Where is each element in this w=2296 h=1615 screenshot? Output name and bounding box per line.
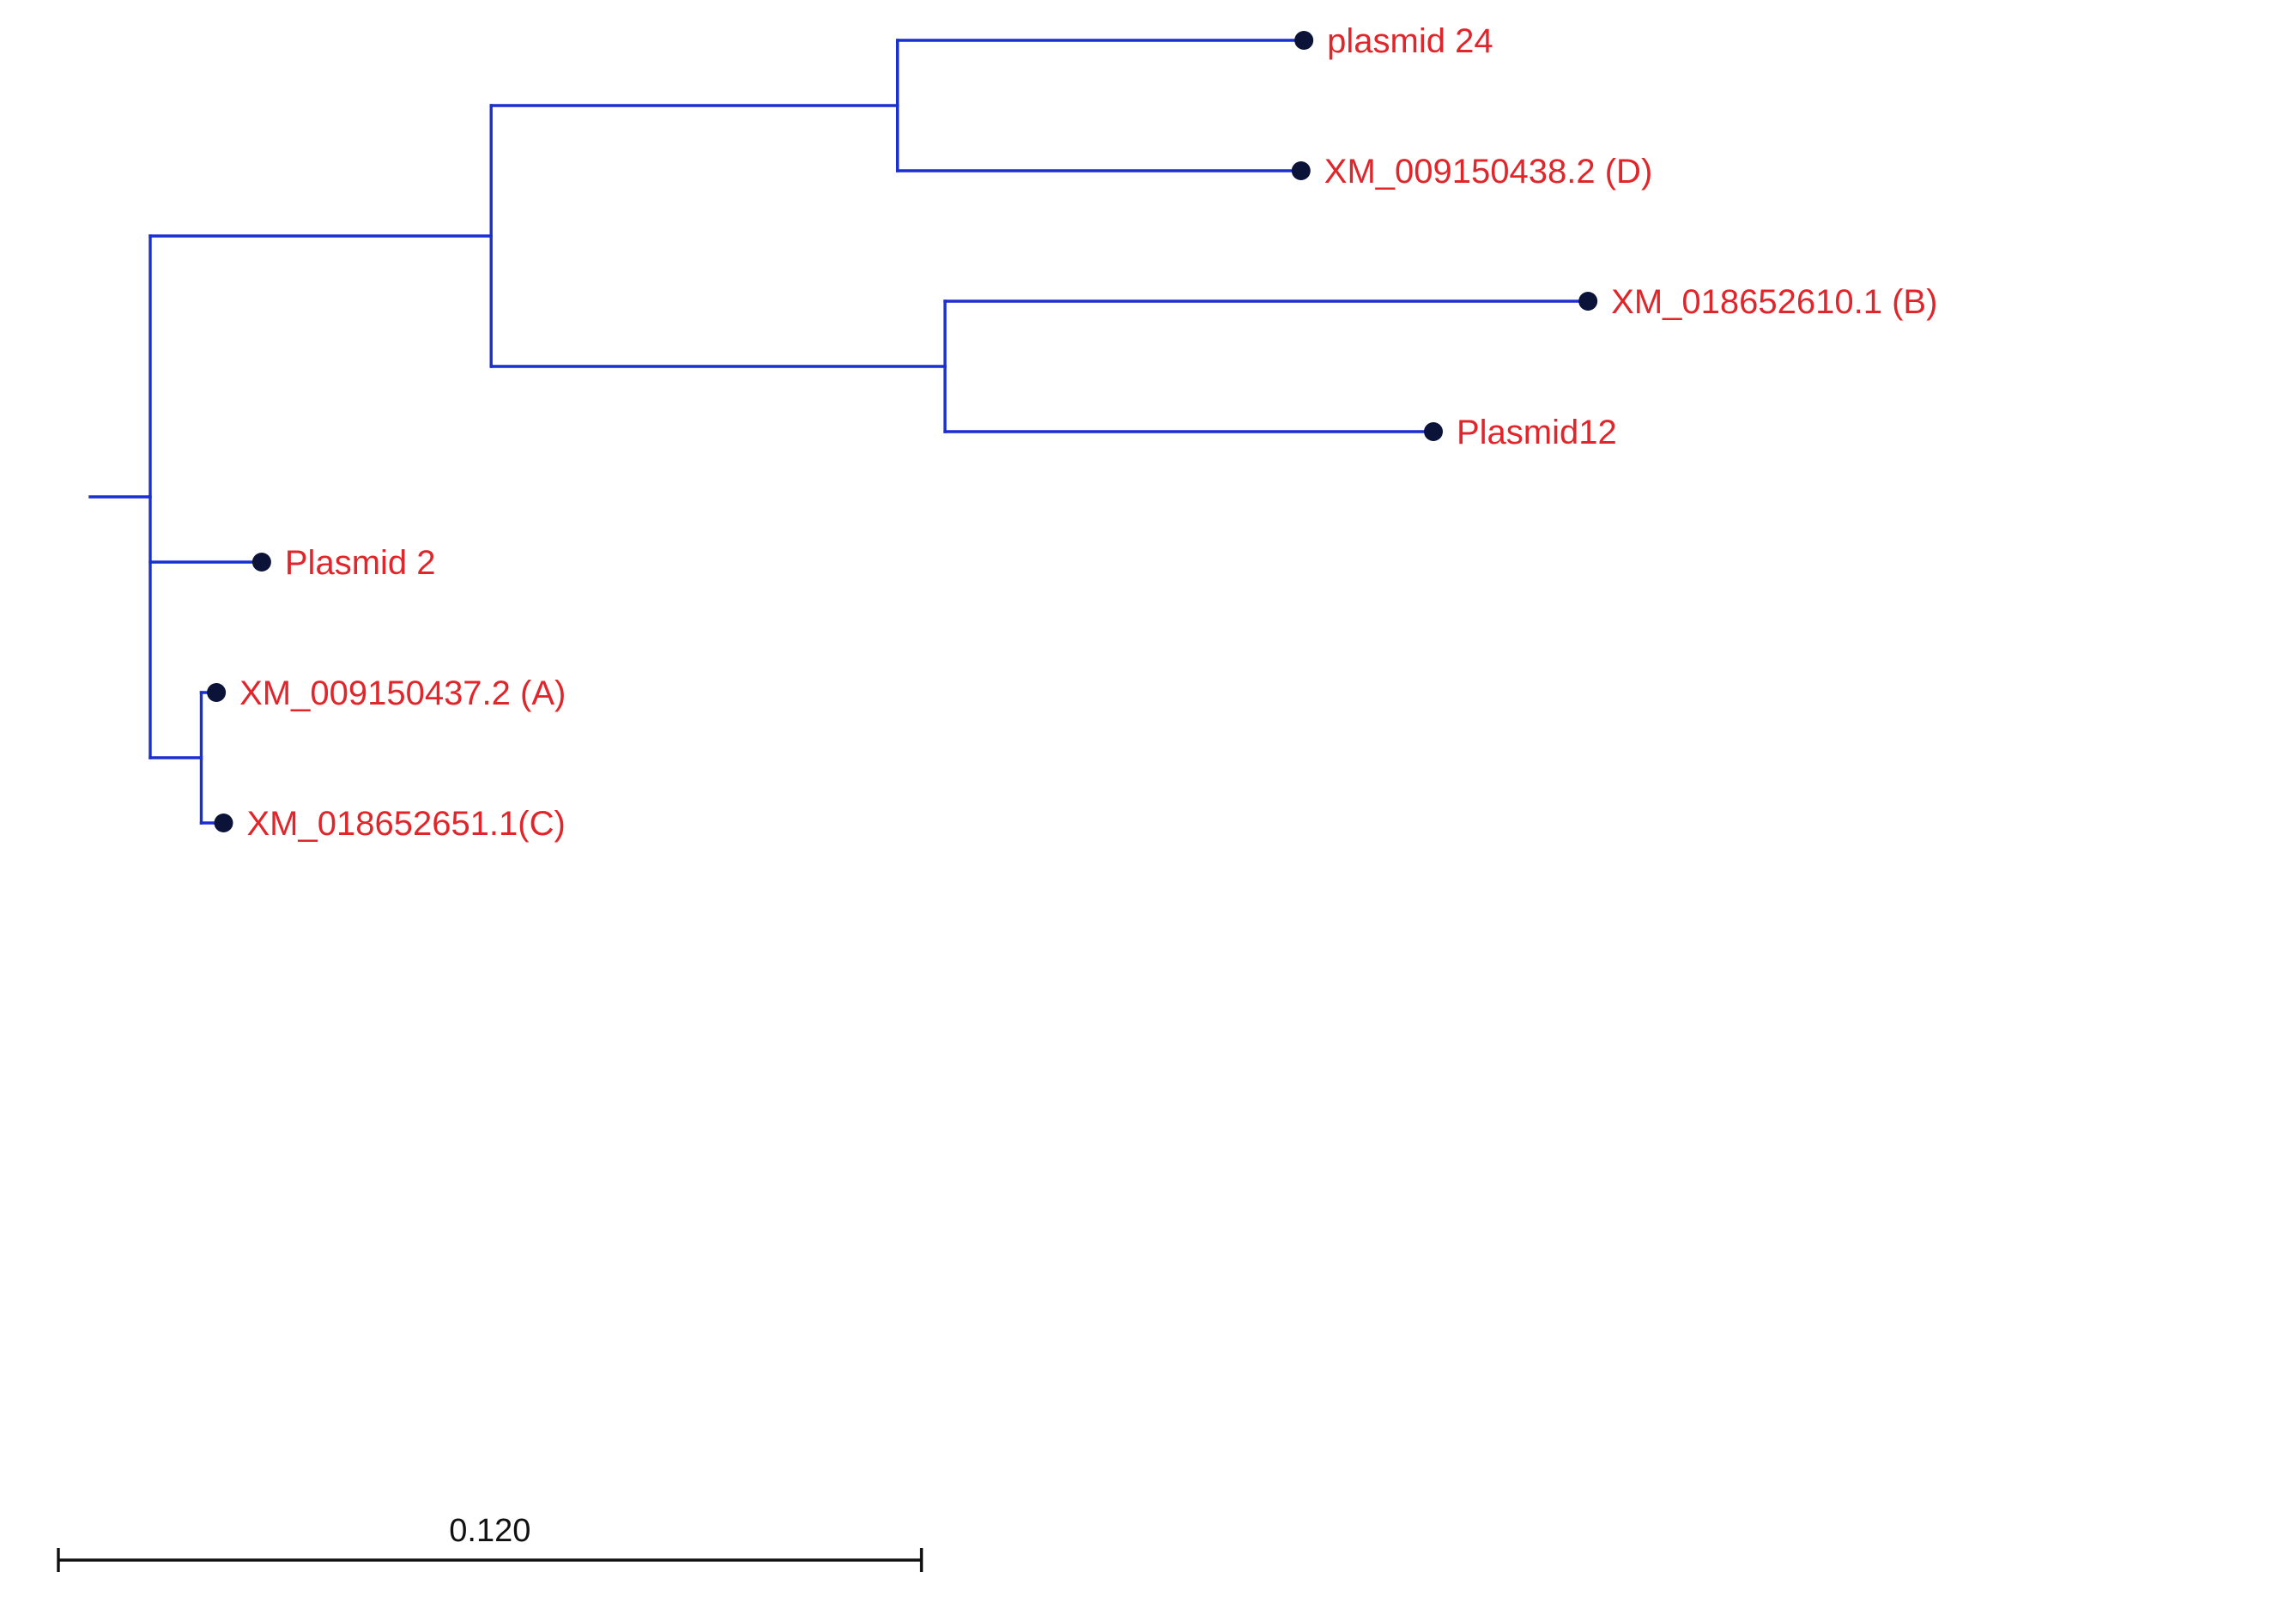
leaf-label-xm018652651: XM_018652651.1(C)	[246, 805, 565, 843]
leaf-node-xm018652651	[214, 814, 233, 832]
leaf-node-plasmid2	[251, 553, 271, 572]
leaf-label-plasmid12: Plasmid12	[1457, 414, 1617, 451]
tree-branches	[88, 39, 1590, 825]
leaf-label-xm018652610: XM_018652610.1 (B)	[1611, 283, 1937, 321]
scale-bar: 0.120	[57, 1513, 924, 1572]
leaf-node-plasmid24	[1294, 31, 1314, 50]
leaf-node-plasmid12	[1423, 422, 1443, 441]
leaf-label-xm009150438: XM_009150438.2 (D)	[1324, 153, 1652, 191]
leaf-node-xm018652610	[1578, 292, 1598, 311]
leaf-label-plasmid24: plasmid 24	[1327, 22, 1493, 60]
leaf-label-plasmid2: Plasmid 2	[285, 544, 436, 582]
leaf-node-xm009150437	[207, 683, 227, 702]
scale-bar-label: 0.120	[449, 1513, 530, 1549]
leaf-node-xm009150438	[1291, 161, 1311, 180]
tree-leaves: plasmid 24 XM_009150438.2 (D) XM_018652610…	[207, 22, 1937, 843]
leaf-label-xm009150437: XM_009150437.2 (A)	[239, 674, 566, 712]
